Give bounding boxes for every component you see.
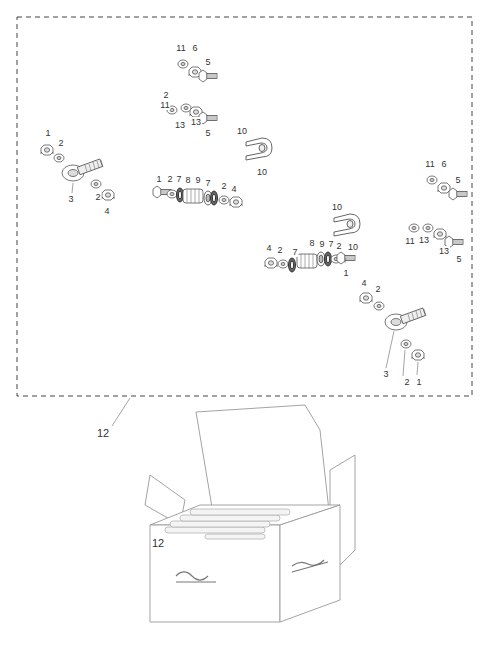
callout-number: 11 (424, 159, 435, 169)
callout-number: 6 (440, 159, 447, 169)
callout-number: 2 (374, 284, 381, 294)
callout-number: 5 (204, 128, 211, 138)
callout-number: 1 (44, 128, 51, 138)
callout-number: 3 (382, 369, 389, 379)
callout-number: 2 (166, 174, 173, 184)
callout-number: 12 (151, 537, 165, 549)
callout-number: 4 (103, 206, 110, 216)
callout-number: 1 (155, 174, 162, 184)
callout-number: 8 (184, 175, 191, 185)
callout-number: 11 (175, 43, 186, 53)
callout-number: 10 (236, 126, 248, 136)
callout-number: 4 (230, 184, 237, 194)
callout-number: 7 (204, 178, 211, 188)
callout-number: 5 (455, 254, 462, 264)
callout-number: 13 (438, 246, 450, 256)
callout-number: 2 (162, 90, 169, 100)
callout-number: 1 (342, 268, 349, 278)
carton-box (145, 405, 355, 622)
callout-number: 12 (96, 427, 110, 439)
callout-number: 2 (276, 245, 283, 255)
callout-number: 4 (360, 278, 367, 288)
callout-number: 4 (265, 243, 272, 253)
callout-number: 9 (194, 175, 201, 185)
callout-number: 13 (418, 235, 430, 245)
callout-number: 13 (190, 117, 202, 127)
callout-number: 6 (191, 43, 198, 53)
callout-number: 8 (308, 238, 315, 248)
callout-number: 7 (327, 239, 334, 249)
callout-number: 2 (220, 181, 227, 191)
callout-number: 5 (204, 57, 211, 67)
callout-number: 10 (331, 202, 343, 212)
callout-number: 5 (454, 175, 461, 185)
callout-number: 9 (318, 239, 325, 249)
callout-number: 7 (175, 174, 182, 184)
callout-number: 11 (404, 236, 415, 246)
callout-number: 13 (174, 120, 186, 130)
callout-number: 10 (256, 167, 268, 177)
callout-number: 2 (403, 377, 410, 387)
callout-number: 2 (335, 241, 342, 251)
callout-number: 2 (94, 192, 101, 202)
callout-number: 10 (347, 242, 359, 252)
callout-number: 3 (67, 194, 74, 204)
callout-number: 2 (57, 138, 64, 148)
callout-number: 11 (159, 100, 170, 110)
callout-number: 7 (291, 247, 298, 257)
callout-number: 1 (415, 377, 422, 387)
